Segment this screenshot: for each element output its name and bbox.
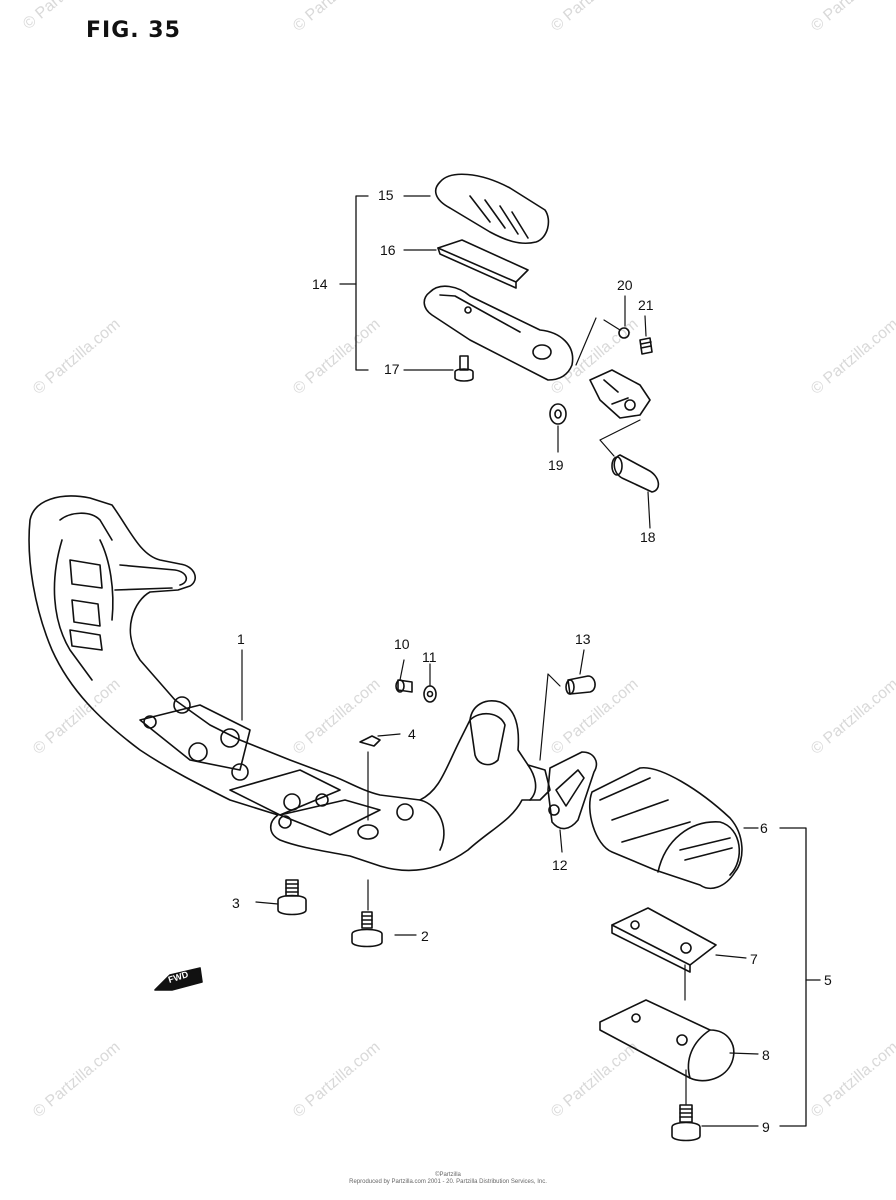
callout-6: 6 xyxy=(760,820,768,836)
fwd-arrow-icon xyxy=(154,967,203,991)
callout-21: 21 xyxy=(638,297,654,313)
callout-14: 14 xyxy=(312,276,328,292)
washer-part-19 xyxy=(549,403,567,425)
footpeg-rubber-part-15 xyxy=(434,173,550,245)
bracket-piece xyxy=(589,369,651,419)
bolt-part-10 xyxy=(395,679,413,693)
callout-8: 8 xyxy=(762,1047,770,1063)
callout-11: 11 xyxy=(422,649,437,665)
callout-17: 17 xyxy=(384,361,400,377)
washer-part-11 xyxy=(423,685,437,703)
callout-3: 3 xyxy=(232,895,240,911)
nut-part-21 xyxy=(639,337,653,355)
callout-7: 7 xyxy=(750,951,758,967)
nut-part-20 xyxy=(618,327,630,339)
callout-9: 9 xyxy=(762,1119,770,1135)
callout-20: 20 xyxy=(617,277,633,293)
callout-12: 12 xyxy=(552,857,568,873)
footpeg-part-8 xyxy=(599,999,735,1082)
callout-1: 1 xyxy=(237,631,245,647)
bolt-part-18 xyxy=(611,454,660,493)
callout-15: 15 xyxy=(378,187,394,203)
group-bracket-5 xyxy=(779,827,821,1127)
footrest-arm xyxy=(423,285,574,381)
callout-5: 5 xyxy=(824,972,832,988)
callout-2: 2 xyxy=(421,928,429,944)
plate-part-16 xyxy=(437,239,529,289)
plate-part-12 xyxy=(547,751,598,830)
callout-18: 18 xyxy=(640,529,656,545)
footrest-bracket-part xyxy=(28,495,551,872)
copyright-notice: ©Partzilla Reproduced by Partzilla.com 2… xyxy=(0,1172,896,1186)
callout-13: 13 xyxy=(575,631,591,647)
callout-10: 10 xyxy=(394,636,410,652)
bolt-part-2 xyxy=(351,911,383,948)
bolt-part-3 xyxy=(277,879,307,916)
footpeg-rubber-part-6 xyxy=(588,767,743,889)
copyright-line-2: Reproduced by Partzilla.com 2001 - 20. P… xyxy=(349,1179,547,1185)
leader-lines xyxy=(241,195,759,1127)
callout-4: 4 xyxy=(408,726,416,742)
bolt-part-9 xyxy=(671,1104,701,1142)
callout-16: 16 xyxy=(380,242,396,258)
plate-part-7 xyxy=(611,907,717,973)
bolt-part-17 xyxy=(454,355,474,382)
copyright-line-1: ©Partzilla xyxy=(435,1172,461,1178)
callout-19: 19 xyxy=(548,457,564,473)
figure-title: FIG. 35 xyxy=(86,18,181,43)
pin-part-4 xyxy=(359,735,381,747)
pin-part-13 xyxy=(565,675,596,695)
group-bracket-14 xyxy=(339,195,369,371)
